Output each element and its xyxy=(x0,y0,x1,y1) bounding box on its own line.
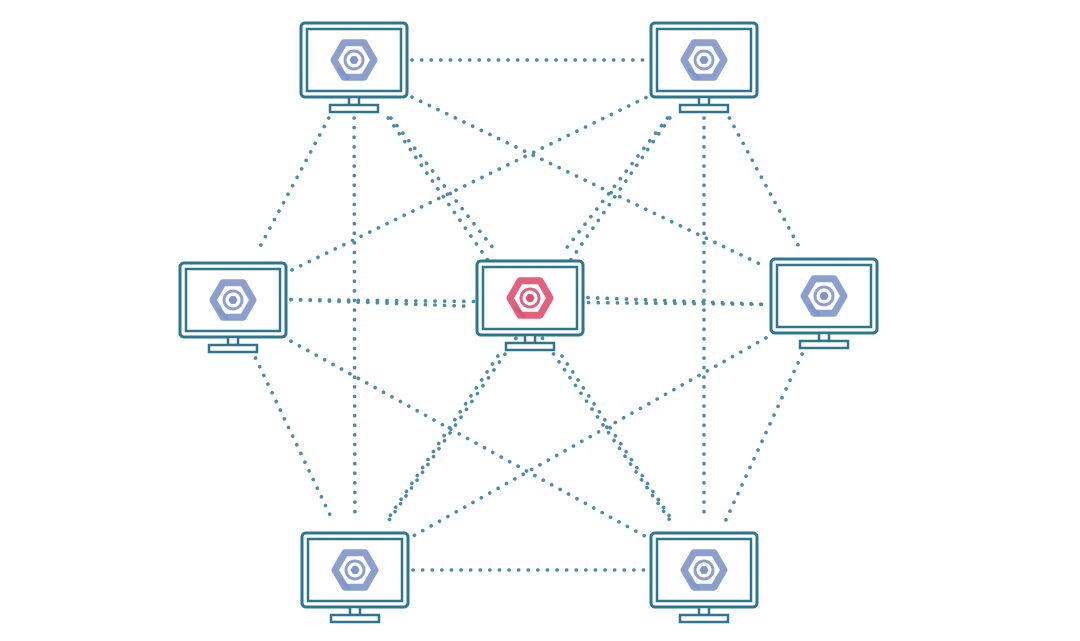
connection-line-top-left-to-mid-left xyxy=(256,116,331,252)
monitor-stand-base xyxy=(798,339,850,350)
connection-line-center-to-mid-right xyxy=(586,295,768,307)
connection-line-mid-left-to-bottom-left xyxy=(253,356,335,522)
computer-node-mid-right xyxy=(769,257,879,350)
monitor-stand-base xyxy=(207,343,259,354)
connection-line-center-to-bottom-right xyxy=(560,354,674,522)
computer-node-top-right xyxy=(649,21,759,114)
monitor-stand-base xyxy=(328,103,380,114)
connection-line-center-to-bottom-left xyxy=(385,354,500,522)
hexagon-node-icon xyxy=(800,275,848,317)
connection-line-top-left-to-center xyxy=(389,116,495,250)
connection-line-top-right-to-center xyxy=(564,116,670,250)
hexagon-node-icon xyxy=(506,277,554,319)
connection-lines xyxy=(253,58,804,572)
monitor-stand-base xyxy=(678,103,730,114)
connection-line-top-right-to-mid-left xyxy=(289,95,648,273)
connection-line-mid-right-to-bottom-left xyxy=(411,336,768,538)
hexagon-node-icon xyxy=(680,549,728,591)
computer-nodes xyxy=(178,21,879,624)
computer-node-mid-left xyxy=(178,261,288,354)
connection-line-mid-left-to-bottom-right xyxy=(289,339,648,539)
connection-line-top-left-to-mid-right xyxy=(410,95,768,269)
monitor-stand-base xyxy=(504,341,556,352)
computer-node-center xyxy=(475,259,585,352)
hexagon-node-icon xyxy=(209,279,257,321)
computer-node-top-left xyxy=(299,21,409,114)
connection-line-top-right-to-mid-right xyxy=(727,116,801,248)
monitor-stand-base xyxy=(678,613,730,624)
computer-node-bottom-right xyxy=(649,531,759,624)
hexagon-node-icon xyxy=(680,39,728,81)
hexagon-node-icon xyxy=(330,39,378,81)
connection-line-top-left-to-bottom-left xyxy=(352,116,357,522)
hexagon-node-icon xyxy=(331,549,379,591)
monitor-stand-base xyxy=(329,613,381,624)
connection-line-mid-right-to-bottom-right xyxy=(724,352,804,522)
computer-node-bottom-left xyxy=(300,531,410,624)
